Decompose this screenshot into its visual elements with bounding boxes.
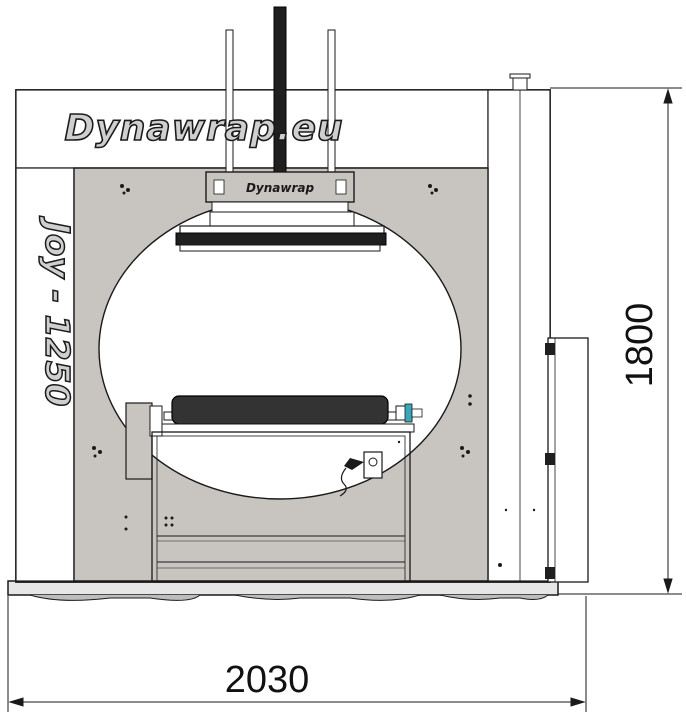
roller-conveyor [161, 395, 423, 433]
height-dimension [550, 87, 682, 595]
ring-panel [73, 167, 489, 582]
width-dimension [7, 596, 587, 712]
door-handle-bar [545, 337, 589, 583]
header-band [15, 89, 489, 169]
left-column [15, 167, 75, 582]
width-dimension-label: 2030 [225, 659, 310, 701]
base-plate [7, 580, 559, 601]
power-cable-icon [339, 451, 383, 497]
head-badge-label: Dynawrap [246, 181, 315, 195]
height-dimension-label: 1800 [619, 303, 661, 388]
motor-housing [125, 402, 163, 480]
brand-label: Dynawrap.eu [64, 108, 343, 149]
table-frame [151, 431, 411, 583]
model-label: Joy - 1250 [38, 216, 77, 407]
right-cabinet [487, 89, 551, 582]
wrapping-head [175, 171, 387, 252]
panel-fasteners [92, 184, 536, 567]
